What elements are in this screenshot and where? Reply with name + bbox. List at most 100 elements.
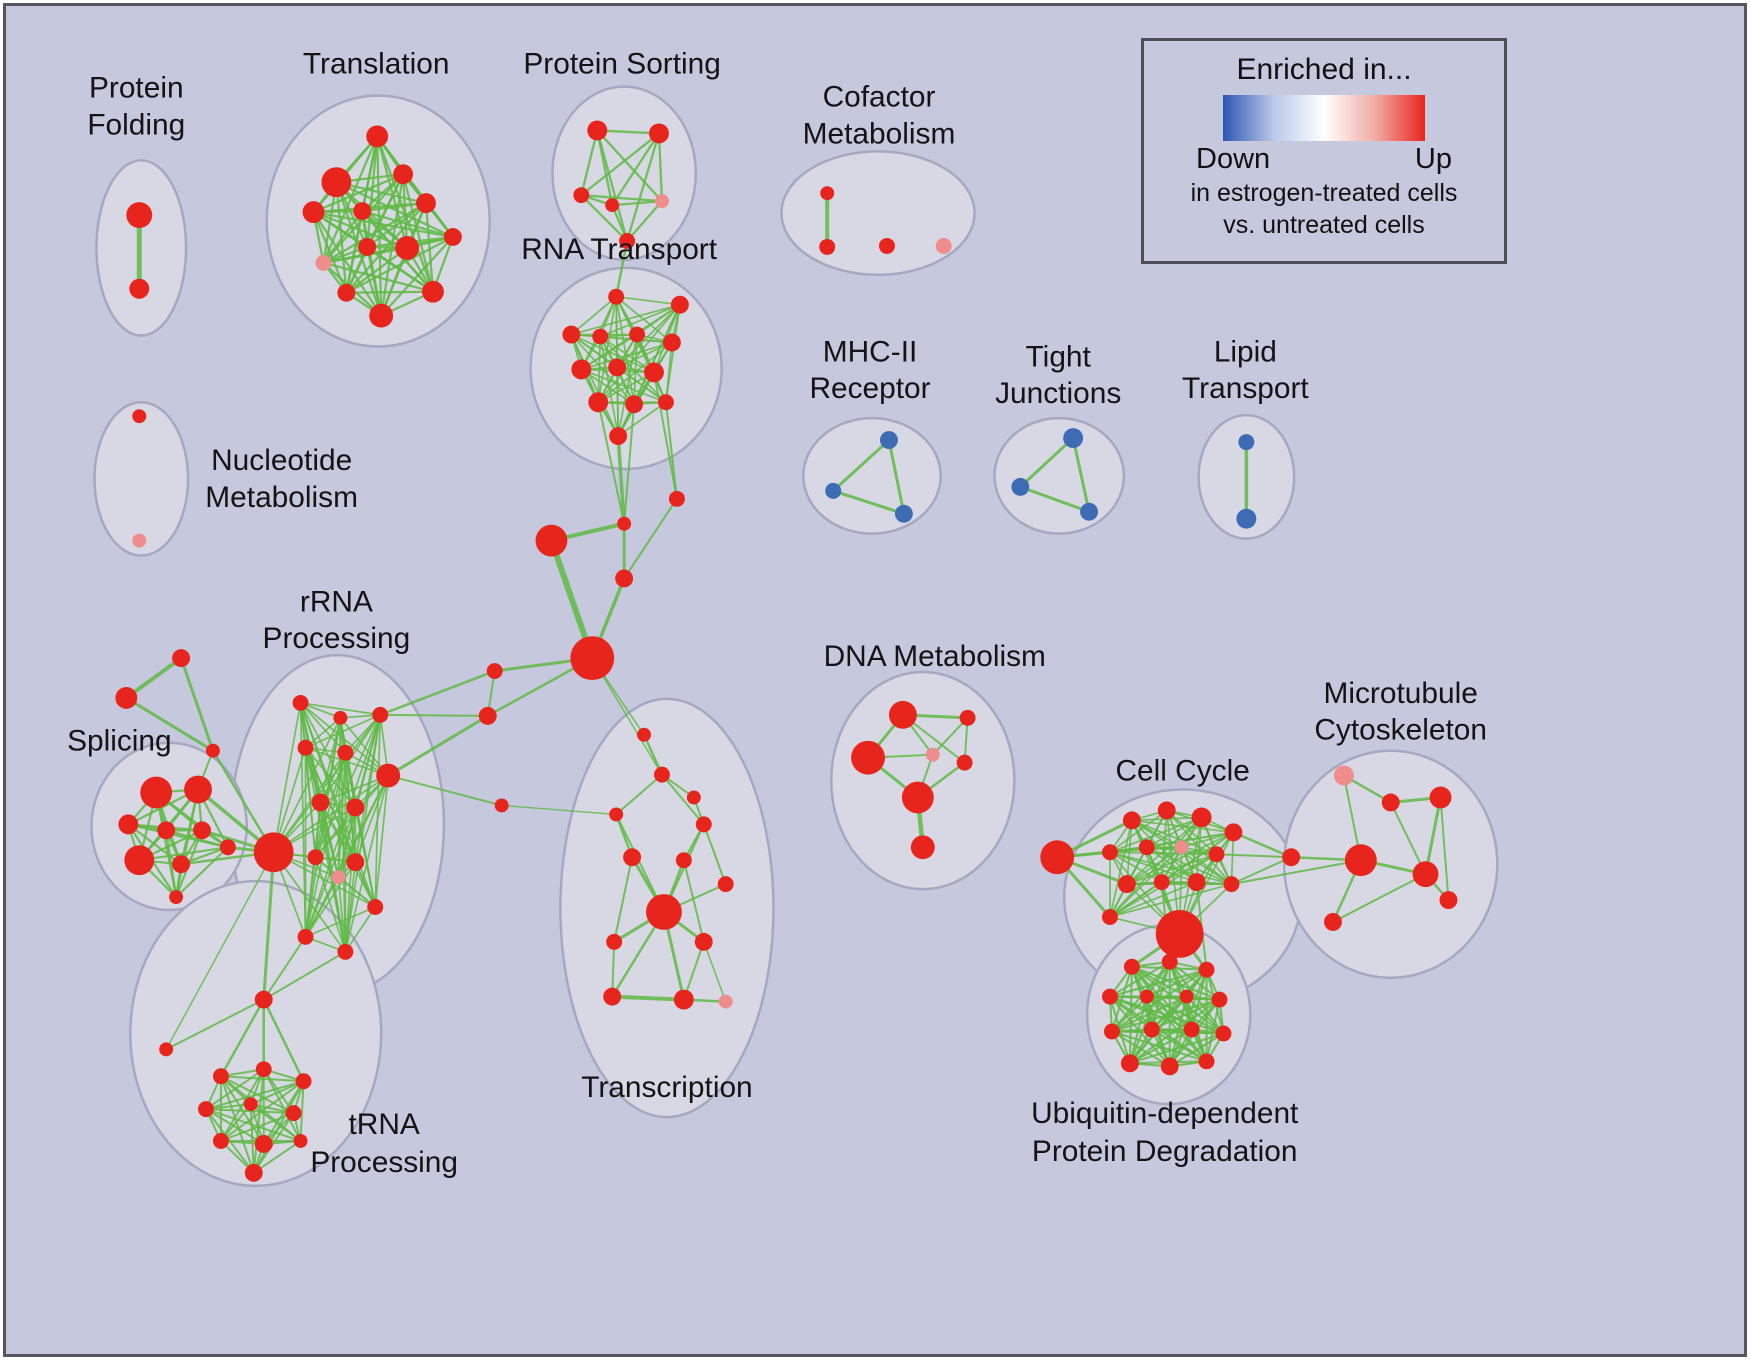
cluster-label-protein-folding-1: Folding <box>87 108 185 141</box>
edge <box>249 1103 255 1174</box>
edge <box>1110 998 1221 1033</box>
cluster-label-tight-junctions-1: Junctions <box>995 377 1121 410</box>
node-dm3 <box>851 740 885 775</box>
edge <box>1230 859 1362 886</box>
node-rr11 <box>331 870 346 885</box>
node-sp4 <box>157 821 176 840</box>
edge <box>1128 1032 1225 1065</box>
edge <box>272 702 302 854</box>
node-mt3 <box>1429 786 1452 809</box>
edge <box>657 132 664 203</box>
edge <box>599 335 619 437</box>
edge <box>1424 795 1443 876</box>
edge <box>252 1068 265 1174</box>
edge <box>272 774 390 854</box>
node-ub14 <box>1198 1053 1215 1070</box>
node-tr9 <box>358 237 377 256</box>
node-ps4 <box>605 198 620 213</box>
cluster-label-rrna-processing-0: rRNA <box>300 585 373 618</box>
edge <box>887 438 906 516</box>
cluster-label-nucleotide-metabolism-1: Metabolism <box>205 481 358 514</box>
edge <box>204 1108 295 1115</box>
edge <box>401 173 435 293</box>
edge <box>597 303 681 404</box>
edge <box>304 876 340 938</box>
node-rt12 <box>657 394 674 411</box>
edge <box>354 806 377 908</box>
edge <box>616 341 673 369</box>
node-tr7 <box>443 228 462 246</box>
edge <box>374 774 390 908</box>
edge <box>1109 851 1218 856</box>
node-cc3 <box>1157 801 1176 820</box>
edge <box>299 702 382 716</box>
node-ub6 <box>1179 989 1194 1004</box>
edge <box>570 333 655 374</box>
node-ub13 <box>1160 1057 1179 1076</box>
node-rr9 <box>307 849 324 866</box>
edge <box>344 714 382 953</box>
node-cc10 <box>1117 875 1136 894</box>
node-ub9 <box>1143 1021 1160 1038</box>
node-tn6 <box>285 1105 302 1122</box>
edge <box>623 497 678 580</box>
edge <box>616 303 681 369</box>
node-ub7 <box>1211 991 1228 1008</box>
edge <box>623 403 636 525</box>
node-tn4 <box>198 1101 214 1118</box>
node-c8 <box>494 798 509 813</box>
node-rt3 <box>562 325 581 344</box>
node-tc7 <box>675 852 692 869</box>
node-sp7 <box>172 855 191 874</box>
edge <box>314 751 347 859</box>
edge <box>625 199 664 243</box>
node-cc1 <box>1040 840 1075 875</box>
edge <box>682 859 705 943</box>
node-ps3 <box>573 187 590 204</box>
cluster-label-ubiquitin-degradation-1: Protein Degradation <box>1032 1135 1298 1168</box>
node-rt8 <box>608 358 627 377</box>
node-ub8 <box>1103 1023 1120 1040</box>
edge <box>1110 995 1148 1033</box>
node-s_c <box>205 743 220 758</box>
edge <box>312 210 383 317</box>
edge <box>615 295 635 406</box>
legend-updown-row: Down Up <box>1196 143 1452 176</box>
edge <box>596 129 629 243</box>
node-dm1 <box>888 700 917 729</box>
node-rr13 <box>297 928 314 945</box>
edge <box>319 751 347 804</box>
node-tc6 <box>623 848 642 867</box>
edge <box>1109 809 1168 854</box>
node-c3 <box>535 524 568 557</box>
node-tn5 <box>243 1097 258 1112</box>
edge <box>337 806 357 878</box>
edge <box>219 1075 255 1174</box>
node-tr6 <box>416 193 436 214</box>
node-mt2 <box>1381 793 1400 812</box>
node-rr6 <box>376 763 401 788</box>
edge <box>1126 816 1203 885</box>
edge <box>831 438 891 493</box>
node-c6 <box>486 663 503 680</box>
edge <box>570 333 635 406</box>
node-lt1 <box>1238 434 1255 451</box>
node-tr1 <box>366 125 389 148</box>
edge <box>1331 873 1427 923</box>
node-cm2 <box>819 238 836 255</box>
edge <box>1108 960 1171 998</box>
edge <box>580 333 638 371</box>
edge <box>580 368 635 406</box>
edge <box>597 401 626 525</box>
edge <box>1109 881 1198 918</box>
edge <box>625 132 661 243</box>
cluster-label-nucleotide-metabolism-0: Nucleotide <box>211 444 352 477</box>
edge <box>664 401 678 500</box>
node-sp1 <box>140 776 173 809</box>
legend-title: Enriched in... <box>1236 53 1412 86</box>
node-tj3 <box>1080 502 1099 521</box>
cluster-label-rna-transport-0: RNA Transport <box>521 233 718 266</box>
edge <box>617 333 638 437</box>
edge <box>617 401 667 437</box>
